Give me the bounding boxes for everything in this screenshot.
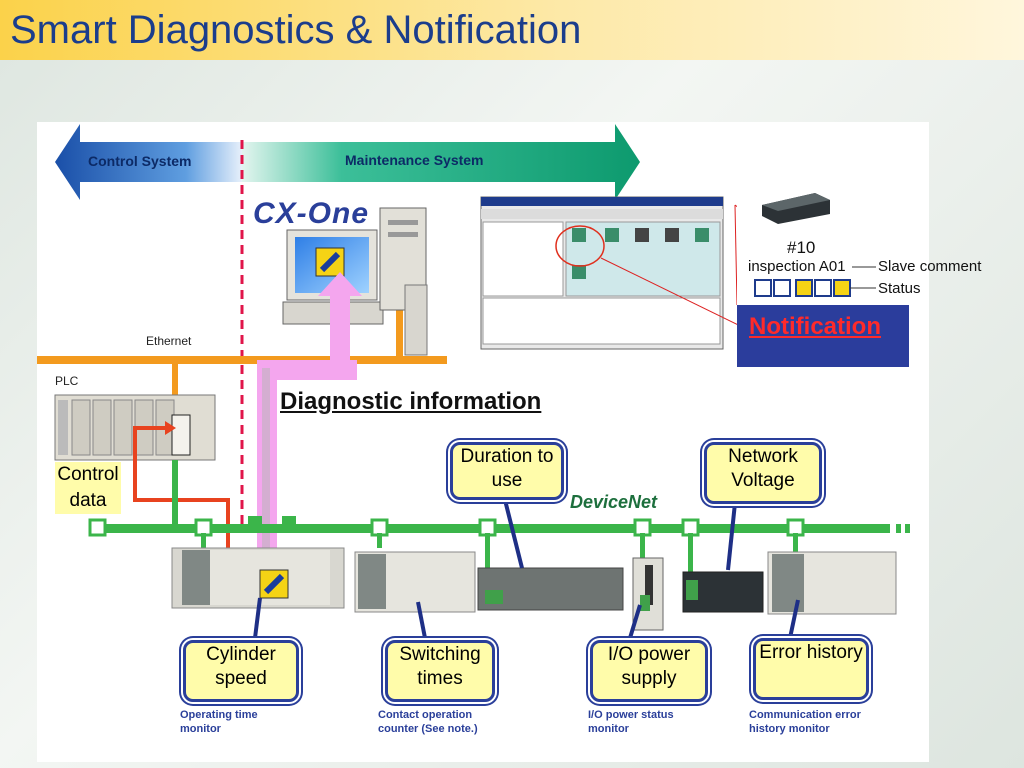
status-annotation: Status [878, 280, 921, 297]
computer-tower-icon [379, 207, 428, 356]
contact-operation-caption: Contact operation counter (See note.) [378, 709, 478, 735]
ethernet-line [37, 356, 447, 364]
slave-status-panel [737, 190, 909, 305]
maintenance-system-label: Maintenance System [345, 152, 484, 168]
devicenet-label: DeviceNet [570, 492, 658, 512]
notification-label: Notification [749, 313, 881, 340]
notification-box: Notification [737, 305, 909, 367]
cx-one-logo: CX-One [253, 197, 370, 230]
ethernet-label: Ethernet [146, 334, 192, 348]
error-history-label: Error history [759, 642, 863, 663]
network-voltage-label: Network Voltage [728, 446, 798, 491]
io-terminal-2 [354, 551, 476, 613]
duration-box: Duration to use [450, 442, 564, 500]
error-history-box: Error history [753, 638, 869, 700]
page-title: Smart Diagnostics & Notification [10, 8, 582, 52]
slave-number: #10 [787, 238, 816, 257]
comm-error-caption: Communication error history monitor [749, 709, 861, 735]
io-module-3 [477, 567, 624, 611]
maintenance-system-arrow [242, 124, 640, 200]
control-data-box: Control data [55, 462, 121, 514]
slave-comment-annotation: Slave comment [878, 258, 982, 275]
plc-label: PLC [55, 374, 79, 388]
io-power-supply-box: I/O power supply [590, 640, 708, 702]
title-bar: Smart Diagnostics & Notification [0, 0, 1024, 60]
io-terminal-5 [767, 551, 897, 615]
diagnostic-information-label: Diagnostic information [280, 388, 542, 415]
cylinder-speed-label: Cylinder speed [206, 644, 276, 689]
switching-times-box: Switching times [385, 640, 495, 702]
network-voltage-box: Network Voltage [704, 442, 822, 504]
control-system-label: Control System [88, 153, 192, 169]
io-module-4 [682, 571, 764, 613]
configurator-window [480, 196, 724, 350]
io-power-supply-label: I/O power supply [607, 644, 691, 689]
slave-comment-text: inspection A01 [748, 258, 846, 275]
operating-time-caption: Operating time monitor [180, 709, 258, 735]
switching-times-label: Switching times [399, 644, 481, 689]
duration-label: Duration to use [460, 446, 554, 491]
io-power-status-caption: I/O power status monitor [588, 709, 674, 735]
control-data-label: Control data [57, 464, 119, 511]
control-data-arrow [133, 426, 230, 560]
control-system-arrow [55, 124, 242, 200]
cylinder-speed-box: Cylinder speed [183, 640, 299, 702]
